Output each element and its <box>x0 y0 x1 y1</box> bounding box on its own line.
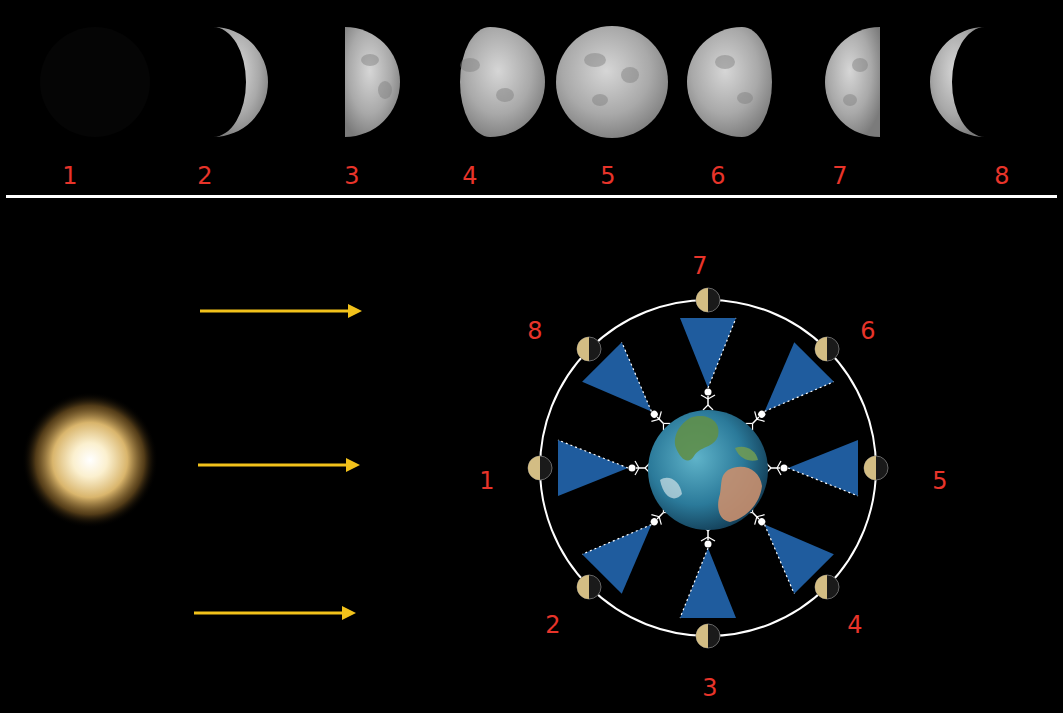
last-quarter <box>825 27 880 137</box>
phase-number: 4 <box>847 613 862 637</box>
phase-number: 1 <box>62 164 77 188</box>
waxing-crescent <box>213 27 268 137</box>
moon-orbit <box>540 300 876 636</box>
phase-number: 6 <box>860 319 875 343</box>
phase-number: 4 <box>462 164 477 188</box>
phase-number: 6 <box>710 164 725 188</box>
phase-number: 1 <box>479 469 494 493</box>
phase-number: 8 <box>994 164 1009 188</box>
observer-wedges <box>558 318 858 618</box>
phase-number: 7 <box>832 164 847 188</box>
separator-line <box>6 195 1057 198</box>
sunlight-arrows <box>194 304 362 620</box>
phase-number: 8 <box>527 319 542 343</box>
orbit-moons <box>528 288 888 648</box>
phase-number: 5 <box>932 469 947 493</box>
sun <box>22 392 158 528</box>
phase-photo-row <box>40 26 985 138</box>
full-moon <box>556 26 668 138</box>
first-quarter <box>345 27 400 137</box>
waning-crescent <box>930 27 985 137</box>
phase-number: 2 <box>197 164 212 188</box>
new-moon <box>40 27 150 137</box>
waxing-gibbous <box>460 27 545 137</box>
waning-gibbous <box>687 27 772 137</box>
phase-number: 3 <box>702 676 717 700</box>
phase-number: 5 <box>600 164 615 188</box>
phase-number: 3 <box>344 164 359 188</box>
earth <box>648 410 768 530</box>
phase-number: 7 <box>692 254 707 278</box>
phase-number: 2 <box>545 613 560 637</box>
